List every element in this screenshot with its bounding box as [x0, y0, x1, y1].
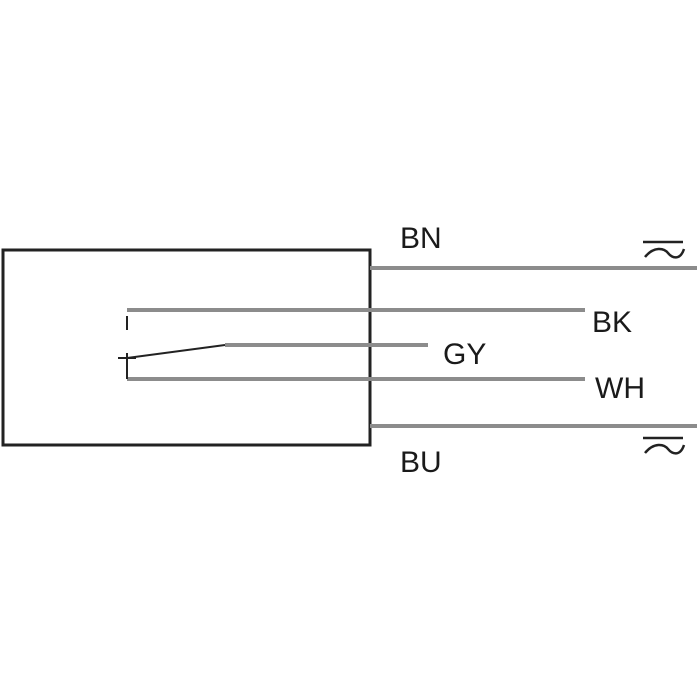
ac-supply-icon: [643, 240, 686, 259]
label-bk: BK: [592, 306, 632, 339]
label-gy: GY: [443, 338, 486, 371]
label-wh: WH: [595, 372, 645, 405]
changeover-contact: [118, 316, 226, 379]
label-bn: BN: [400, 222, 442, 255]
ac-supply-icon: [643, 436, 686, 455]
contact-arm: [126, 344, 226, 359]
label-bu: BU: [400, 446, 442, 479]
sensor-housing: [1, 248, 372, 447]
